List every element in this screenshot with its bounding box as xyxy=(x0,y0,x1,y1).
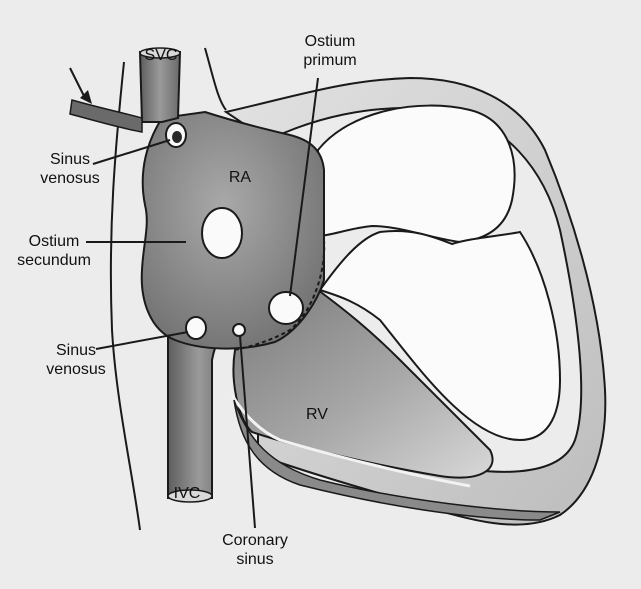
ostium-secundum-label-line-2: secundum xyxy=(17,252,91,269)
anomalous-vein xyxy=(69,99,143,133)
sinus-venosus-upper-label-line-1: Sinus xyxy=(49,151,91,168)
ivc-label: IVC xyxy=(173,485,201,502)
coronary-sinus-label: Coronary sinus xyxy=(213,531,297,569)
rv-inner-wall xyxy=(230,394,471,488)
leader-coronary-sinus xyxy=(239,335,256,529)
sinus-venosus-upper-label-line-2: venosus xyxy=(40,170,100,187)
heart-outer-contour xyxy=(223,76,607,526)
left-ventricle xyxy=(318,229,562,442)
svc-label: SVC xyxy=(144,47,178,64)
ostium-primum-defect xyxy=(268,291,304,325)
ra-right-dashed-border xyxy=(233,239,326,351)
ostium-primum-label-line-2: primum xyxy=(303,52,357,69)
leader-ostium-primum xyxy=(289,77,319,297)
outer-outline-left xyxy=(109,61,141,531)
ostium-primum-label-line-1: Ostium xyxy=(304,33,356,50)
svc-outer-line xyxy=(204,47,227,111)
leader-sinus-venosus-upper xyxy=(92,139,171,165)
ostium-secundum-label-line-1: Ostium xyxy=(28,233,80,250)
sinus-venosus-upper-core xyxy=(172,131,182,143)
left-atrium xyxy=(317,104,516,244)
rv-label: RV xyxy=(306,406,328,423)
ostium-primum-label: Ostium primum xyxy=(290,32,370,70)
sinus-venosus-lower-defect xyxy=(185,316,207,340)
coronary-sinus-opening xyxy=(232,323,246,337)
sinus-venosus-lower-label-line-2: venosus xyxy=(46,361,106,378)
ostium-secundum-label: Ostium secundum xyxy=(12,232,96,270)
ivc-opening xyxy=(167,489,213,503)
sinus-venosus-lower-label-line-1: Sinus xyxy=(55,342,97,359)
coronary-sinus-label-line-1: Coronary xyxy=(222,532,288,549)
coronary-sinus-label-line-2: sinus xyxy=(236,551,274,568)
sinus-venosus-lower-label: Sinus venosus xyxy=(40,341,112,379)
arrow-head xyxy=(80,90,92,104)
svc-opening xyxy=(139,47,181,59)
ra-label: RA xyxy=(228,169,252,186)
sinus-venosus-upper-label: Sinus venosus xyxy=(34,150,106,188)
leader-sinus-venosus-lower xyxy=(95,331,189,350)
ostium-secundum-defect xyxy=(201,207,243,259)
rv-lower-band xyxy=(233,399,561,521)
